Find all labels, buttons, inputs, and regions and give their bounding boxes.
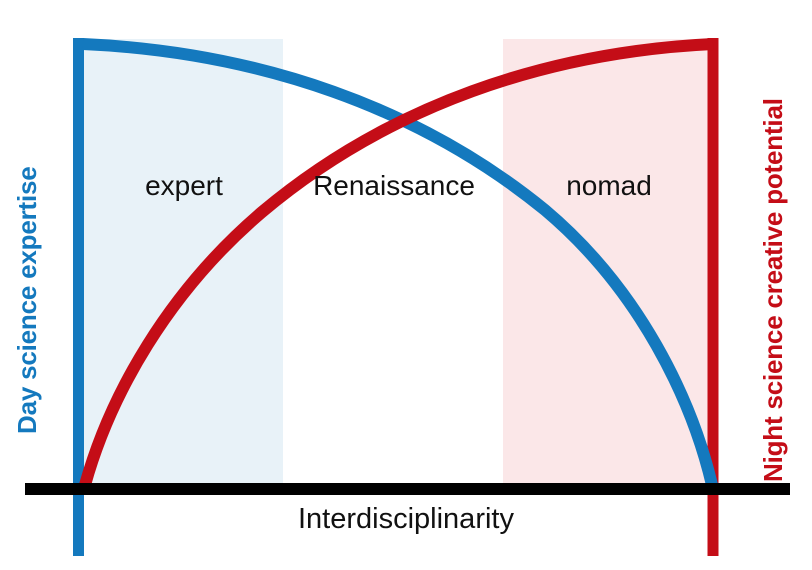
shaded-region-renaissance — [283, 39, 503, 485]
x-axis-baseline — [25, 483, 790, 495]
x-axis-label: Interdisciplinarity — [298, 503, 514, 535]
region-label-renaissance: Renaissance — [313, 170, 475, 201]
shaded-region-nomad — [503, 39, 713, 485]
region-label-expert: expert — [145, 170, 223, 201]
curve-day-science-expertise — [82, 38, 718, 487]
y-axis-label-left: Day science expertise — [12, 166, 42, 434]
curve-night-science-creative-potential — [79, 38, 714, 487]
y-axis-label-right: Night science creative potential — [758, 98, 788, 482]
region-label-nomad: nomad — [566, 170, 652, 201]
